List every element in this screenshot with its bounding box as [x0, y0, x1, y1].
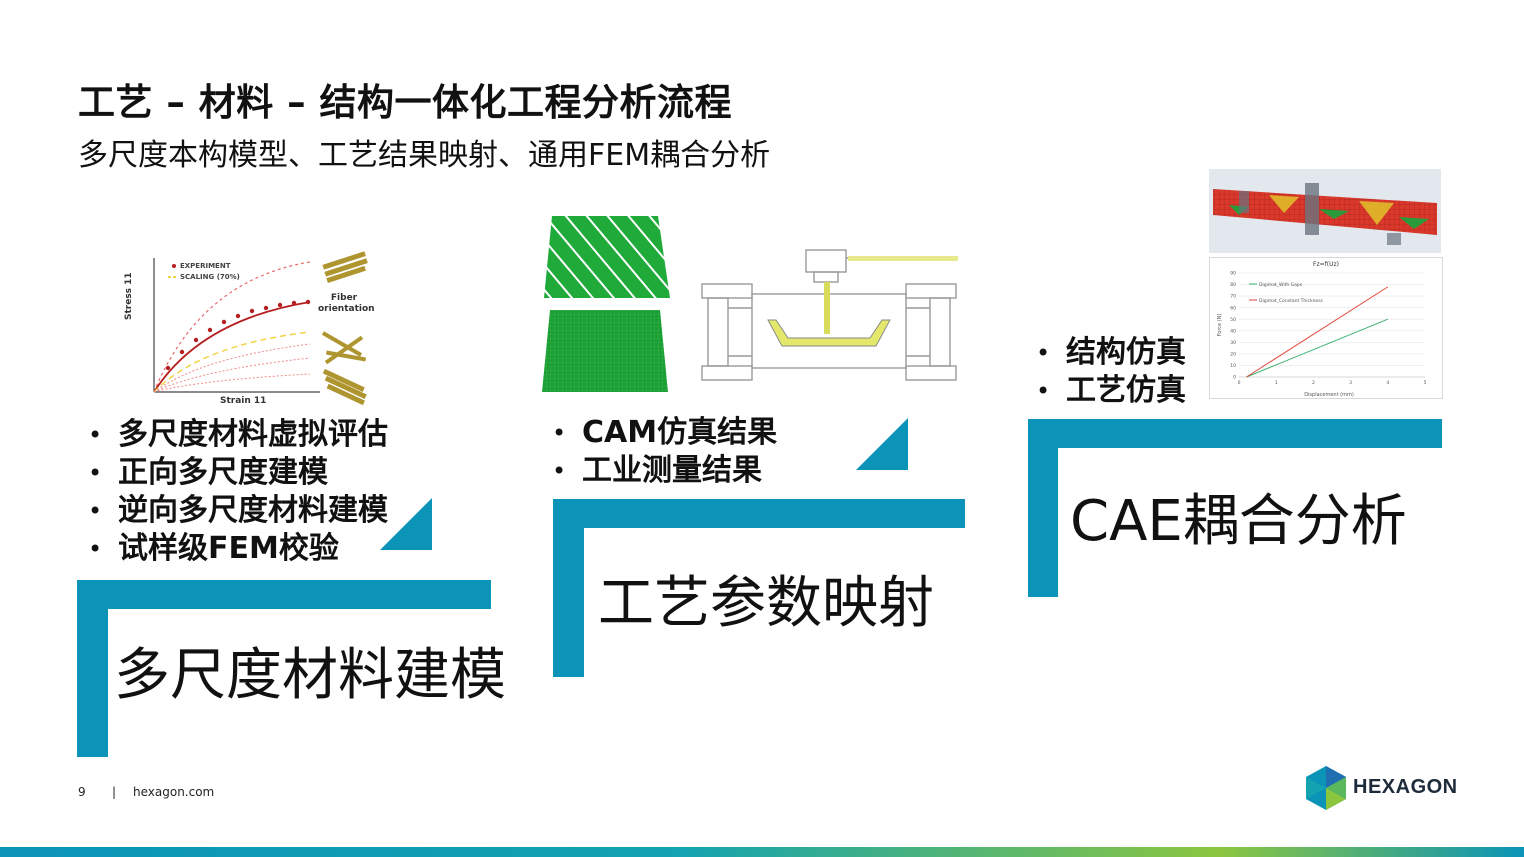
y-tick-label: 70 — [1230, 294, 1236, 300]
stress-strain-figure — [153, 251, 368, 406]
stage1-bracket-top — [77, 580, 491, 609]
x-tick-label: 3 — [1349, 380, 1352, 386]
stage3-bracket-top — [1028, 419, 1442, 448]
y-tick-label: 10 — [1230, 363, 1236, 369]
stage1-bullets: 多尺度材料虚拟评估 正向多尺度建模 逆向多尺度材料建模 试样级FEM校验 — [82, 416, 388, 568]
x-tick-label: 5 — [1424, 380, 1427, 386]
legend-scaling: SCALING (70%) — [180, 273, 240, 281]
bullet-item: 工业测量结果 — [546, 452, 777, 490]
force-displacement-chart: 0 10 20 30 40 50 60 70 80 90 0 1 2 3 4 5 Fz=f(Uz) Digi… — [1209, 257, 1443, 399]
hexagon-logo-icon — [1306, 766, 1346, 810]
bullet-item: 工艺仿真 — [1030, 372, 1186, 410]
x-axis-label: Strain 11 — [220, 396, 267, 406]
page-title: 工艺 – 材料 – 结构一体化工程分析流程 — [78, 81, 733, 124]
y-tick-label: 50 — [1230, 317, 1236, 323]
chart-gridlines — [1239, 272, 1425, 378]
y-tick-label: 30 — [1230, 340, 1236, 346]
x-tick-label: 4 — [1386, 380, 1389, 386]
stage1-bracket-side — [77, 580, 108, 757]
page-number: 9 — [78, 785, 86, 799]
y-tick-label: 90 — [1230, 271, 1236, 277]
y-tick-label: 40 — [1230, 328, 1236, 334]
footer-site-link[interactable]: hexagon.com — [133, 785, 215, 799]
stage2-label: 工艺参数映射 — [598, 571, 934, 636]
footer-gradient-bar — [0, 847, 1524, 857]
legend-experiment: EXPERIMENT — [180, 262, 231, 270]
chart-y-ticks: 0 10 20 30 40 50 60 70 80 90 — [1230, 271, 1236, 381]
stage2-bullets: CAM仿真结果 工业测量结果 — [546, 414, 777, 490]
series-line — [1246, 318, 1388, 378]
bullet-item: 试样级FEM校验 — [82, 530, 388, 568]
chart-y-label: Force (N) — [1217, 314, 1223, 337]
x-tick-label: 0 — [1238, 380, 1241, 386]
stage1-label: 多尺度材料建模 — [114, 643, 506, 708]
page-subtitle: 多尺度本构模型、工艺结果映射、通用FEM耦合分析 — [78, 138, 771, 173]
y-axis-label: Stress 11 — [124, 272, 134, 320]
chart-title: Fz=f(Uz) — [1313, 261, 1339, 268]
mesh-panels-figure — [542, 216, 670, 392]
bullet-item: 逆向多尺度材料建模 — [82, 492, 388, 530]
brand-wordmark: HEXAGON — [1353, 776, 1458, 798]
bullet-item: 正向多尺度建模 — [82, 454, 388, 492]
stage3-label: CAE耦合分析 — [1070, 489, 1407, 554]
chart-x-ticks: 0 1 2 3 4 5 — [1238, 380, 1427, 386]
stage3-bullets: 结构仿真 工艺仿真 — [1030, 334, 1186, 410]
stage1-corner-triangle — [380, 498, 432, 550]
stage3-bracket-side — [1028, 419, 1058, 597]
legend-label-0: Digimat_With Gaps — [1259, 282, 1303, 288]
y-tick-label: 0 — [1233, 375, 1236, 381]
stage2-corner-triangle — [856, 418, 908, 470]
x-tick-label: 2 — [1312, 380, 1315, 386]
bullet-item: 结构仿真 — [1030, 334, 1186, 372]
structure-mesh-figure — [1209, 169, 1441, 253]
series-line — [1246, 286, 1389, 378]
y-tick-label: 60 — [1230, 305, 1236, 311]
x-tick-label: 1 — [1275, 380, 1278, 386]
stage2-bracket-side — [553, 499, 584, 677]
chart-x-label: Displacement (mm) — [1304, 392, 1354, 398]
fiber-orientation-label: Fiber orientation — [318, 293, 375, 314]
y-tick-label: 20 — [1230, 351, 1236, 357]
bullet-item: CAM仿真结果 — [546, 414, 777, 452]
chart-series-lines — [1246, 286, 1389, 378]
y-tick-label: 80 — [1230, 282, 1236, 288]
footer-separator: | — [112, 785, 117, 799]
mold-diagram — [701, 249, 958, 381]
legend-label-1: Digimat_Constant Thickness — [1259, 298, 1324, 304]
bullet-item: 多尺度材料虚拟评估 — [82, 416, 388, 454]
stage2-bracket-top — [553, 499, 965, 528]
